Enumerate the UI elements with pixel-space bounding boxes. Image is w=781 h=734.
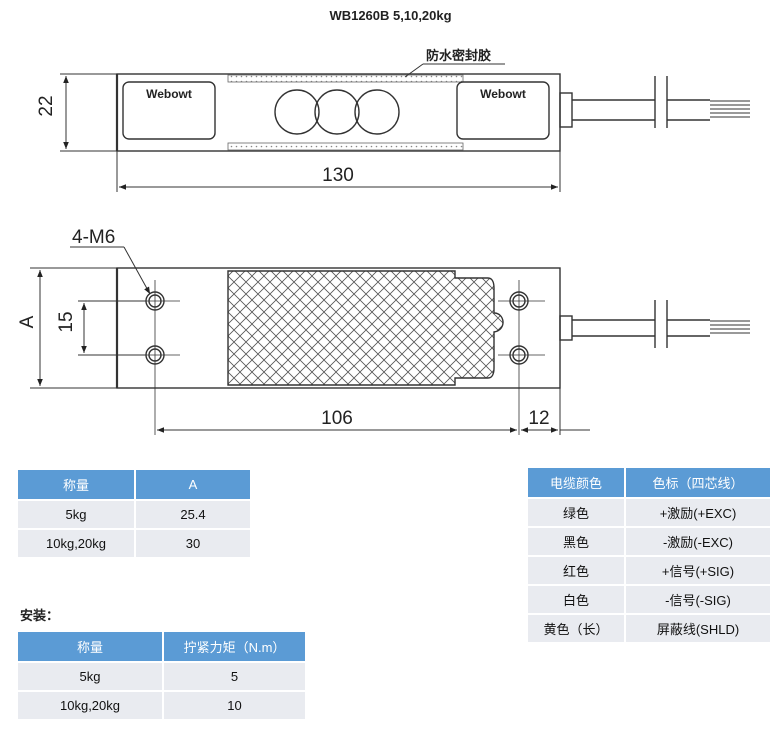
table-row: 红色 +信号(+SIG) <box>526 555 772 586</box>
table-row: 10kg,20kg 10 <box>16 690 307 721</box>
cell: 5kg <box>16 499 136 530</box>
brand-label-right: Webowt <box>480 87 526 101</box>
header-a: A <box>134 468 252 501</box>
dim-hole-spacing-y: 15 <box>56 311 77 332</box>
cell: 25.4 <box>134 499 252 530</box>
table-header-row: 称量 拧紧力矩（N.m） <box>16 630 307 663</box>
gauge-hole-3 <box>354 89 400 135</box>
gauge-hole-2 <box>314 89 360 135</box>
gauge-hole-1 <box>274 89 320 135</box>
torque-table: 称量 拧紧力矩（N.m） 5kg 5 10kg,20kg 10 <box>16 630 307 721</box>
dim-hole-spacing-y-lines <box>78 300 146 356</box>
table-row: 绿色 +激励(+EXC) <box>526 497 772 528</box>
header-capacity: 称量 <box>16 630 164 663</box>
brand-plate-left <box>122 81 216 140</box>
cable-color-table: 电缆颜色 色标（四芯线） 绿色 +激励(+EXC) 黑色 -激励(-EXC) 红… <box>526 466 772 644</box>
cable-gland <box>559 92 573 128</box>
cable-wires <box>710 100 750 118</box>
header-color-code: 色标（四芯线） <box>624 466 772 499</box>
table-row: 10kg,20kg 30 <box>16 528 252 559</box>
dim-height-lines <box>60 73 117 152</box>
drawing-title: WB1260B 5,10,20kg <box>329 8 452 23</box>
dim-hole-spacing-x-lines <box>157 388 590 435</box>
cell: 屏蔽线(SHLD) <box>624 613 772 644</box>
top-view <box>70 246 750 435</box>
cell: 白色 <box>526 584 626 615</box>
cell: 红色 <box>526 555 626 586</box>
seal-note: 防水密封胶 <box>426 48 491 63</box>
dim-width-lines <box>30 267 117 389</box>
cell: +激励(+EXC) <box>624 497 772 528</box>
cell: 黄色（长） <box>526 613 626 644</box>
cell: 10 <box>162 690 307 721</box>
header-cable-color: 电缆颜色 <box>526 466 626 499</box>
cell: -激励(-EXC) <box>624 526 772 557</box>
table-row: 黄色（长） 屏蔽线(SHLD) <box>526 613 772 644</box>
cell: 5kg <box>16 661 164 692</box>
dim-height: 22 <box>36 95 57 116</box>
dim-edge: 12 <box>528 408 549 429</box>
cell: 绿色 <box>526 497 626 528</box>
brand-plate-right <box>456 81 550 140</box>
hatched-area <box>227 270 504 386</box>
cable-gland-2 <box>559 315 573 341</box>
cell: 30 <box>134 528 252 559</box>
table-row: 白色 -信号(-SIG) <box>526 584 772 615</box>
cable-wires-2 <box>710 320 750 334</box>
table-header-row: 电缆颜色 色标（四芯线） <box>526 466 772 499</box>
table-row: 黑色 -激励(-EXC) <box>526 526 772 557</box>
table-header-row: 称量 A <box>16 468 252 501</box>
cell: 10kg,20kg <box>16 528 136 559</box>
technical-drawing: 防水密封胶 Webowt Webowt 22 130 <box>17 48 750 435</box>
dim-holes: 4-M6 <box>72 227 115 248</box>
cell: 黑色 <box>526 526 626 557</box>
dim-width: A <box>17 315 38 328</box>
cell: 10kg,20kg <box>16 690 164 721</box>
dim-length: 130 <box>322 165 354 186</box>
seal-band-bottom <box>227 142 464 151</box>
header-torque: 拧紧力矩（N.m） <box>162 630 307 663</box>
table-row: 5kg 25.4 <box>16 499 252 530</box>
dim-length-lines <box>116 151 561 192</box>
cell: -信号(-SIG) <box>624 584 772 615</box>
install-label: 安装： <box>20 608 60 623</box>
side-view <box>115 63 750 152</box>
seal-band-top <box>227 74 464 83</box>
header-capacity: 称量 <box>16 468 136 501</box>
cell: +信号(+SIG) <box>624 555 772 586</box>
capacity-table: 称量 A 5kg 25.4 10kg,20kg 30 <box>16 468 252 559</box>
dim-hole-spacing-x: 106 <box>321 408 353 429</box>
brand-label-left: Webowt <box>146 87 192 101</box>
table-row: 5kg 5 <box>16 661 307 692</box>
cell: 5 <box>162 661 307 692</box>
